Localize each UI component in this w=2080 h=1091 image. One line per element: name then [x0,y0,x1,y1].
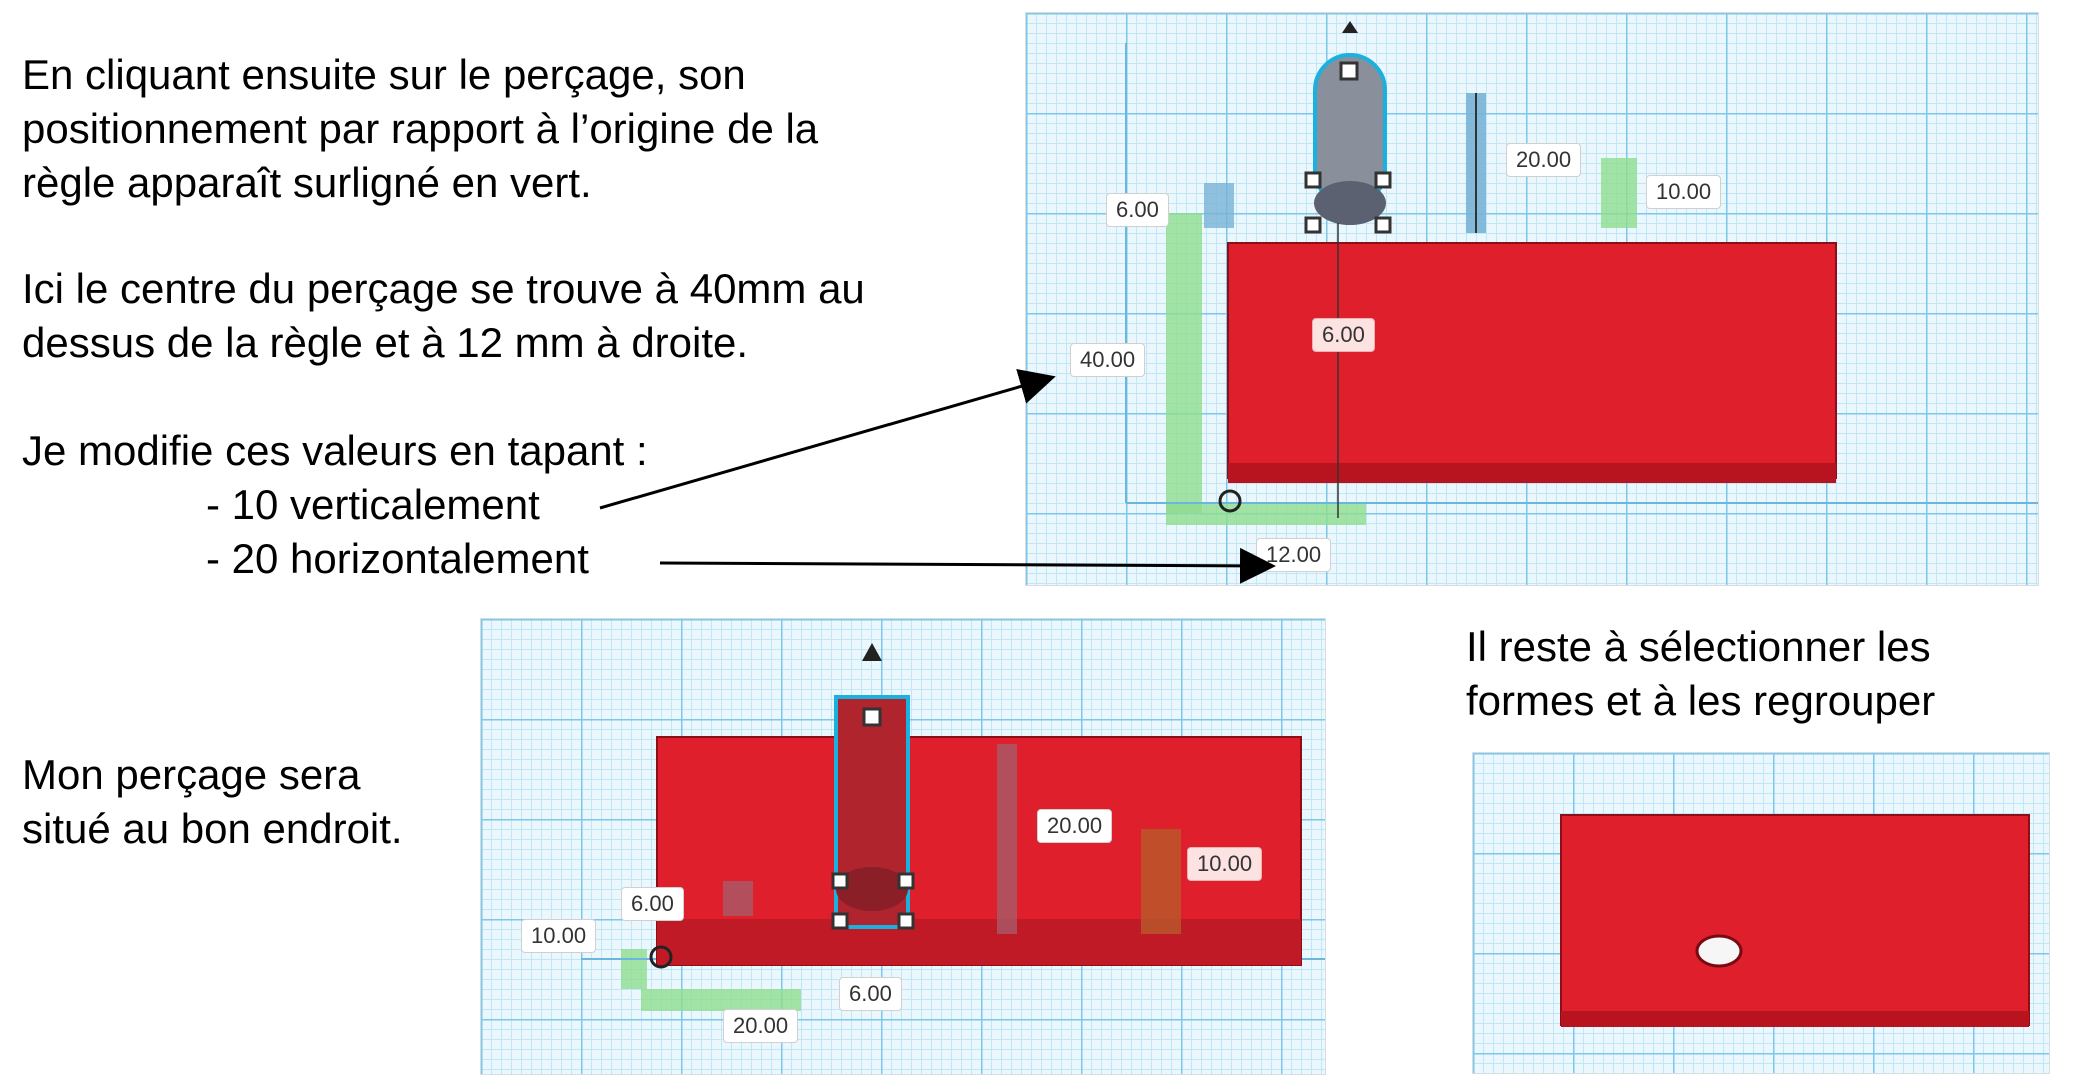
dim-vertical-green[interactable]: 10.00 [521,919,597,953]
arrow-to-horizontal [659,547,1276,584]
workplane-scene-1 [1125,21,2038,525]
final-step-text: Il reste à sélectionner les formes et à … [1466,620,1935,728]
instruction-item-vertical: - 10 verticalement [206,481,540,528]
workplane-scene-2 [581,643,1325,1011]
dim-center[interactable]: 6.00 [1312,318,1375,352]
text-line: situé au bon endroit. [22,805,403,852]
text-line: règle apparaît surligné en vert. [22,159,592,206]
text-line: formes et à les regrouper [1466,677,1936,724]
text-line: positionnement par rapport à l’origine d… [22,105,819,152]
dim-left-small[interactable]: 6.00 [1106,193,1169,227]
dim-center[interactable]: 6.00 [839,977,902,1011]
screenshot-grouped [1472,752,2050,1074]
screenshot-before: 20.00 10.00 6.00 40.00 6.00 12.00 [1025,12,2039,586]
text-line: Mon perçage sera [22,751,361,798]
instruction-item-horizontal: - 20 horizontalement [206,535,589,582]
grouped-red-box [1560,814,2030,1026]
dim-right[interactable]: 10.00 [1187,847,1263,881]
instruction-paragraph-1: En cliquant ensuite sur le perçage, son … [22,48,818,210]
dim-left-small[interactable]: 6.00 [621,887,684,921]
red-box [1227,242,1837,479]
dim-height-top[interactable]: 20.00 [1037,809,1113,843]
horizontal-highlight [641,989,801,1011]
text-line: Il reste à sélectionner les [1466,623,1931,670]
red-box-side [1228,463,1836,483]
text-line: En cliquant ensuite sur le perçage, son [22,51,746,98]
dim-height-top[interactable]: 20.00 [1506,143,1582,177]
red-box-side [657,919,1301,965]
dim-green-right[interactable]: 10.00 [1646,175,1722,209]
instruction-paragraph-3: Je modifie ces valeurs en tapant : [22,427,648,474]
instruction-paragraph-2: Ici le centre du perçage se trouve à 40m… [22,262,865,370]
hole [1695,934,1743,968]
vertical-highlight [621,949,647,989]
dim-vertical-green[interactable]: 40.00 [1070,343,1146,377]
screenshot-after: 20.00 10.00 6.00 10.00 6.00 20.00 [480,618,1326,1075]
result-text: Mon perçage sera situé au bon endroit. [22,748,403,856]
horizontal-highlight [1166,503,1366,525]
vertical-highlight [1166,213,1202,513]
dim-horizontal[interactable]: 20.00 [723,1009,799,1043]
right-highlight [1601,158,1637,228]
arrow-to-vertical [599,369,1056,510]
text-line: Ici le centre du perçage se trouve à 40m… [22,265,865,312]
text-line: dessus de la règle et à 12 mm à droite. [22,319,749,366]
grouped-shape-scene [1560,814,2030,1027]
